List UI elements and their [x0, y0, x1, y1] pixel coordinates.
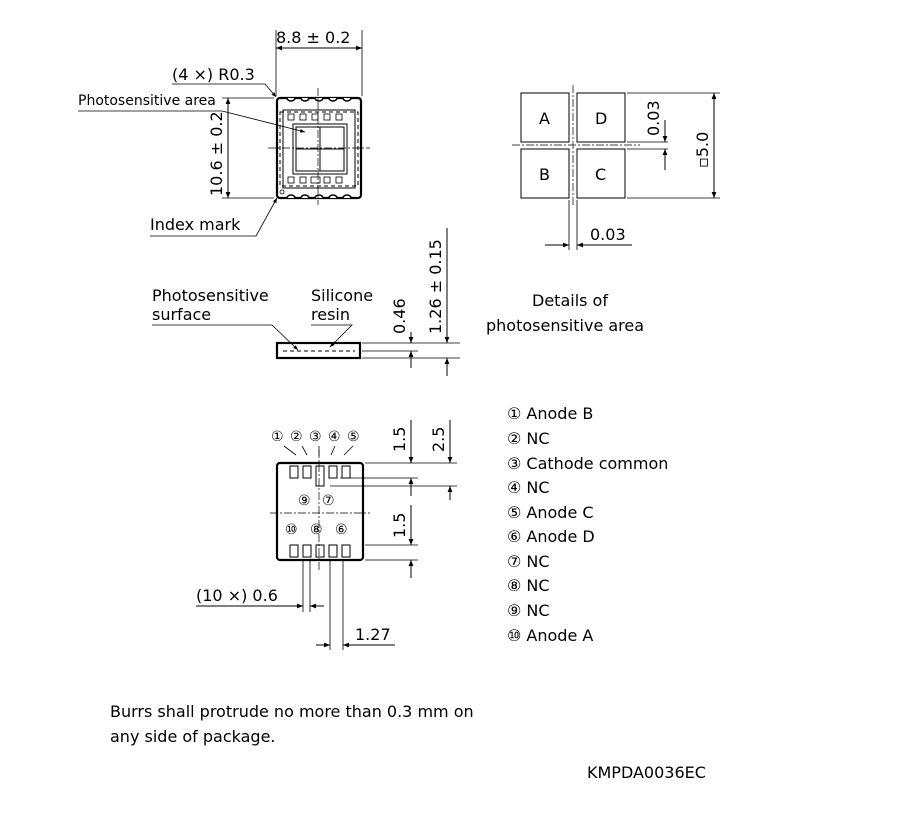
cathode-length-dimension: 2.5: [429, 427, 448, 452]
pin-legend: ① Anode B ② NC ③ Cathode common ④ NC ⑤ A…: [507, 404, 668, 645]
photosensitive-area-label: Photosensitive area: [78, 93, 216, 109]
silicone-resin-label-2: resin: [311, 305, 350, 324]
corner-radius-label: (4 ×) R0.3: [172, 65, 255, 84]
pin-4-marker: ④: [328, 429, 341, 445]
pin-6-marker: ⑥: [335, 522, 348, 538]
width-dimension: 8.8 ± 0.2: [276, 28, 350, 47]
pin-legend-item: ⑥ Anode D: [507, 527, 595, 546]
detail-caption-line2: photosensitive area: [486, 316, 644, 335]
pin-legend-item: ⑤ Anode C: [507, 503, 594, 522]
note-line-2: any side of package.: [110, 727, 276, 746]
element-a: A: [539, 109, 550, 128]
pin-legend-item: ① Anode B: [507, 404, 593, 423]
bottom-pad-dimension: 1.5: [390, 513, 409, 538]
pin-3-marker: ③: [309, 429, 322, 445]
horizontal-gap-dimension: 0.03: [590, 225, 626, 244]
pin-7-marker: ⑦: [322, 493, 335, 509]
size-dimension: ▫5.0: [693, 132, 712, 168]
side-view: Photosensitive surface Silicone resin 0.…: [152, 228, 460, 376]
pin-legend-item: ④ NC: [507, 478, 550, 497]
detail-caption-line1: Details of: [532, 291, 608, 310]
element-d: D: [595, 109, 607, 128]
element-b: B: [539, 165, 550, 184]
pin-legend-item: ⑩ Anode A: [507, 626, 593, 645]
vertical-gap-dimension: 0.03: [644, 100, 663, 136]
pin-10-marker: ⑩: [285, 522, 298, 538]
drawing-number: KMPDA0036EC: [587, 763, 706, 782]
bottom-package-outline: [275, 461, 365, 562]
side-package-outline: [275, 341, 362, 360]
top-view: 8.8 ± 0.2 (4 ×) R0.3 Photosensitive area…: [78, 28, 370, 237]
pin-legend-item: ⑦ NC: [507, 552, 550, 571]
thickness-dimension: 1.26 ± 0.15: [426, 239, 445, 334]
pin-legend-item: ⑨ NC: [507, 601, 550, 620]
bottom-view: ① ② ③ ④ ⑤ ⑨ ⑦ ⑩ ⑧ ⑥ 1.5 2.5: [196, 420, 457, 650]
pad-width-dimension: (10 ×) 0.6: [196, 586, 278, 605]
height-dimension: 10.6 ± 0.2: [207, 111, 226, 196]
pin-5-marker: ⑤: [347, 429, 360, 445]
pin-2-marker: ②: [290, 429, 303, 445]
photosensitive-area-detail: A D B C 0.03 ▫5.0 0.03 Details of photos…: [486, 85, 720, 335]
index-mark: [279, 189, 285, 195]
silicone-resin-label-1: Silicone: [311, 286, 373, 305]
note-line-1: Burrs shall protrude no more than 0.3 mm…: [110, 702, 474, 721]
pitch-dimension: 1.27: [355, 625, 391, 644]
photosensitive-surface-label-1: Photosensitive: [152, 286, 269, 305]
resin-depth-dimension: 0.46: [390, 298, 409, 334]
pin-legend-item: ② NC: [507, 429, 550, 448]
index-mark-label: Index mark: [150, 215, 241, 234]
pin-legend-item: ⑧ NC: [507, 576, 550, 595]
photosensitive-surface-label-2: surface: [152, 305, 211, 324]
pin-8-marker: ⑧: [310, 522, 323, 538]
pin-1-marker: ①: [271, 429, 284, 445]
pin-9-marker: ⑨: [298, 493, 311, 509]
pin-legend-item: ③ Cathode common: [507, 454, 668, 473]
pad-length-dimension: 1.5: [390, 427, 409, 452]
element-c: C: [595, 165, 606, 184]
